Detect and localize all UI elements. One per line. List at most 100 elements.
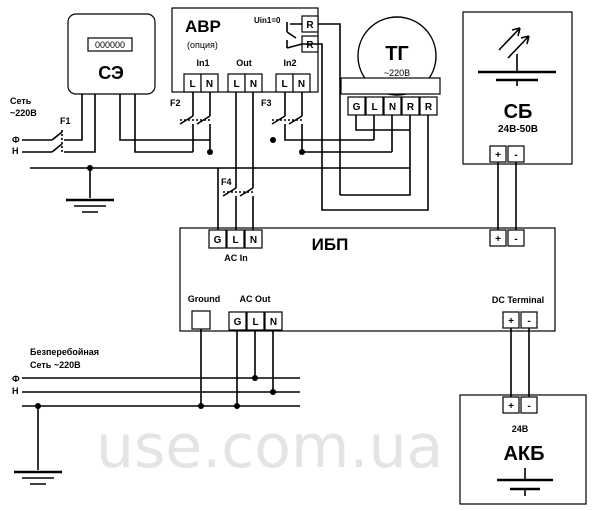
input-grid: Сеть ~220В Ф Н F1 [10,96,71,156]
avr-in1-l-label: L [189,79,195,90]
ups-ground-term [191,310,211,330]
avr-switch: АВР (опция) Uin1=0 R R In1 Out In2 L N L… [171,7,319,93]
ups-acin-l-label: L [232,235,238,246]
ups-acin-n-label: N [250,235,257,246]
ups-dcin-plus-label: + [495,234,501,245]
breaker-f3-label: F3 [261,98,272,108]
ups-acout-label: AC Out [240,294,271,304]
gen-term-l-label: L [371,102,377,113]
avr-in1-n-label: N [206,79,213,90]
generator-terminal-strip [340,77,441,95]
meter-output-wires [119,94,210,153]
ups-acin-g-label: G [214,235,222,246]
avr-out-l-label: L [233,79,239,90]
generator-body [357,16,437,96]
earth-symbol-2 [74,205,106,213]
ups-acout-g-label: G [234,317,242,328]
solar-arrow-icon [498,27,521,51]
ups-dcin-minus-label: - [514,234,517,245]
solar-term-minus-label: - [514,150,517,161]
ups-dc-minus-label: - [527,316,530,327]
junction-dot [299,149,305,155]
battery-term-minus-label: - [527,401,530,412]
grid-phase-label: Ф [12,135,20,145]
grid-label-1: Сеть [10,96,32,106]
grid-neutral-label: Н [12,146,19,156]
solar-label: СБ [504,101,533,123]
ups-output-wires [200,329,274,406]
battery-label: АКБ [503,443,544,465]
generator-relay-wires [302,43,429,211]
ups-acout-l-label: L [252,317,258,328]
generator: ТГ ~220В G L N R R [340,16,441,116]
generator-ground-wire [355,115,410,131]
breaker-f1-contacts [51,131,63,153]
output-grid-lines [22,377,300,407]
avr-out-label: Out [236,58,252,68]
solar-panel-body [462,11,573,165]
solar-dc-wires [497,162,517,230]
solar-term-plus-label: + [495,150,501,161]
generator-label: ТГ [385,43,409,65]
grid-label-2: ~220В [10,108,37,118]
avr-subtitle: (опция) [187,40,218,50]
avr-relay-term-2-label: R [306,40,314,51]
solar-panel: СБ 24В-50В + - [462,11,573,165]
avr-in1-leads [192,92,211,116]
output-grid: Безперебойная Сеть ~220В Ф Н [12,347,99,396]
breaker-f2-contacts [179,115,211,125]
ups-acin-label: AC In [224,253,248,263]
breaker-f3-contacts [271,115,303,125]
breaker-f4-contacts [222,187,254,197]
meter-input-wires [64,94,96,153]
avr-in2-n-label: N [298,79,305,90]
solar-voltage: 24В-50В [498,124,538,135]
energy-meter-body [67,13,156,95]
output-earth-symbol-2 [22,477,54,485]
battery-dc-wires [510,328,530,397]
breaker-f1-label: F1 [60,116,71,126]
grid-in-leads [22,139,52,153]
breaker-f2-label: F2 [170,98,181,108]
avr-in2-leads [284,92,303,116]
breaker-f4-out [235,196,254,230]
ups-label: ИБП [312,235,349,254]
relay-control-return [340,168,411,196]
avr-out-n-label: N [250,79,257,90]
junction-dot [234,403,240,409]
energy-meter: 000000 СЭ [67,13,156,95]
solar-arrow-icon-2 [507,35,530,59]
meter-display-value: 000000 [95,40,125,50]
breaker-f3-out [284,124,392,153]
generator-ln-wires [373,115,393,152]
junction-dot [198,403,204,409]
gen-term-n-label: N [389,102,396,113]
ups-acout-n-label: N [270,317,277,328]
avr-relay-term-1-label: R [306,20,314,31]
breaker-f4-label: F4 [221,177,232,187]
avr-relay-contact [286,22,303,49]
output-grid-label-1: Безперебойная [30,347,99,357]
meter-label: СЭ [98,63,124,83]
battery-term-plus-label: + [508,401,514,412]
avr-title: АВР [185,17,221,36]
ups-ground-label: Ground [188,294,221,304]
output-grid-label-2: Сеть ~220В [30,360,81,370]
output-grid-phase-label: Ф [12,374,20,384]
wiring [14,23,530,485]
avr-out-wires [235,92,254,188]
avr-relay-label: Uin1=0 [254,16,281,25]
gen-term-r2-label: R [425,102,433,113]
generator-voltage: ~220В [384,68,410,78]
junction-dot [252,375,258,381]
relay-control-wire [318,23,341,195]
junction-dot [207,149,213,155]
meter-display [87,37,133,52]
junction-dot [270,137,276,143]
junction-dot [270,389,276,395]
breaker-f2-out [192,124,211,152]
ups-dc-plus-label: + [508,316,514,327]
gen-term-g-label: G [353,102,361,113]
avr-in1-label: In1 [196,58,209,68]
